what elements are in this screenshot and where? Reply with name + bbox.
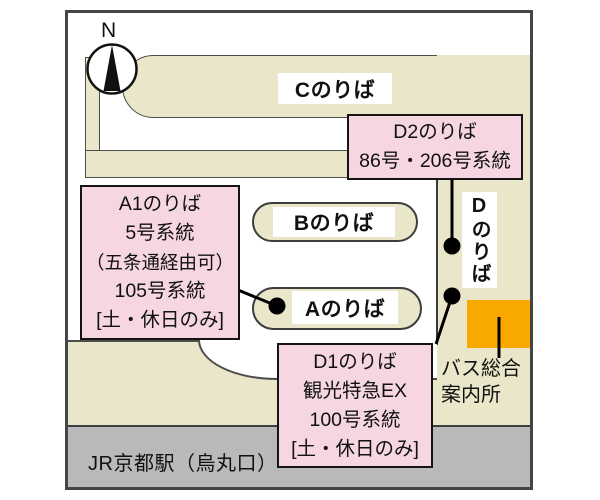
callout-a1-route-1: 5号系統 (125, 222, 195, 244)
callout-d1-title: D1のりば (313, 350, 397, 373)
callout-d2: D2のりば 86号・206号系統 (347, 114, 523, 180)
station-label: JR京都駅（烏丸口） (88, 453, 278, 475)
callout-a1-title: A1のりば (118, 193, 202, 215)
callout-a1-schedule: [土・休日のみ] (96, 309, 224, 331)
info-center-label-line2: 案内所 (441, 384, 501, 406)
platform-c-label: Cのりば (278, 73, 392, 104)
callout-d2-routes: 86号・206号系統 (359, 150, 511, 172)
callout-d1: D1のりば 観光特急EX 100号系統 [土・休日のみ] (277, 343, 433, 468)
callout-d2-title: D2のりば (393, 121, 477, 143)
road-d-left-edge (436, 118, 438, 345)
info-center-building (467, 300, 530, 348)
info-center-label: バス総合 案内所 (441, 356, 521, 408)
platform-a-label: Aのりば (292, 291, 398, 324)
compass-north-label: N (101, 19, 117, 42)
platform-b-label: Bのりば (273, 207, 395, 237)
callout-a1-route-2: 105号系統 (114, 280, 206, 302)
callout-a1-note: （五条通経由可） (85, 252, 234, 273)
info-center-label-line1: バス総合 (441, 358, 521, 380)
platform-d-label: Dのりば (462, 192, 497, 288)
callout-a1: A1のりば 5号系統 （五条通経由可） 105号系統 [土・休日のみ] (80, 185, 240, 340)
loop-road-joint (86, 152, 100, 176)
callout-d1-route-1: 観光特急EX (302, 379, 407, 402)
callout-d1-schedule: [土・休日のみ] (291, 437, 419, 460)
callout-d1-route-2: 100号系統 (309, 408, 401, 431)
